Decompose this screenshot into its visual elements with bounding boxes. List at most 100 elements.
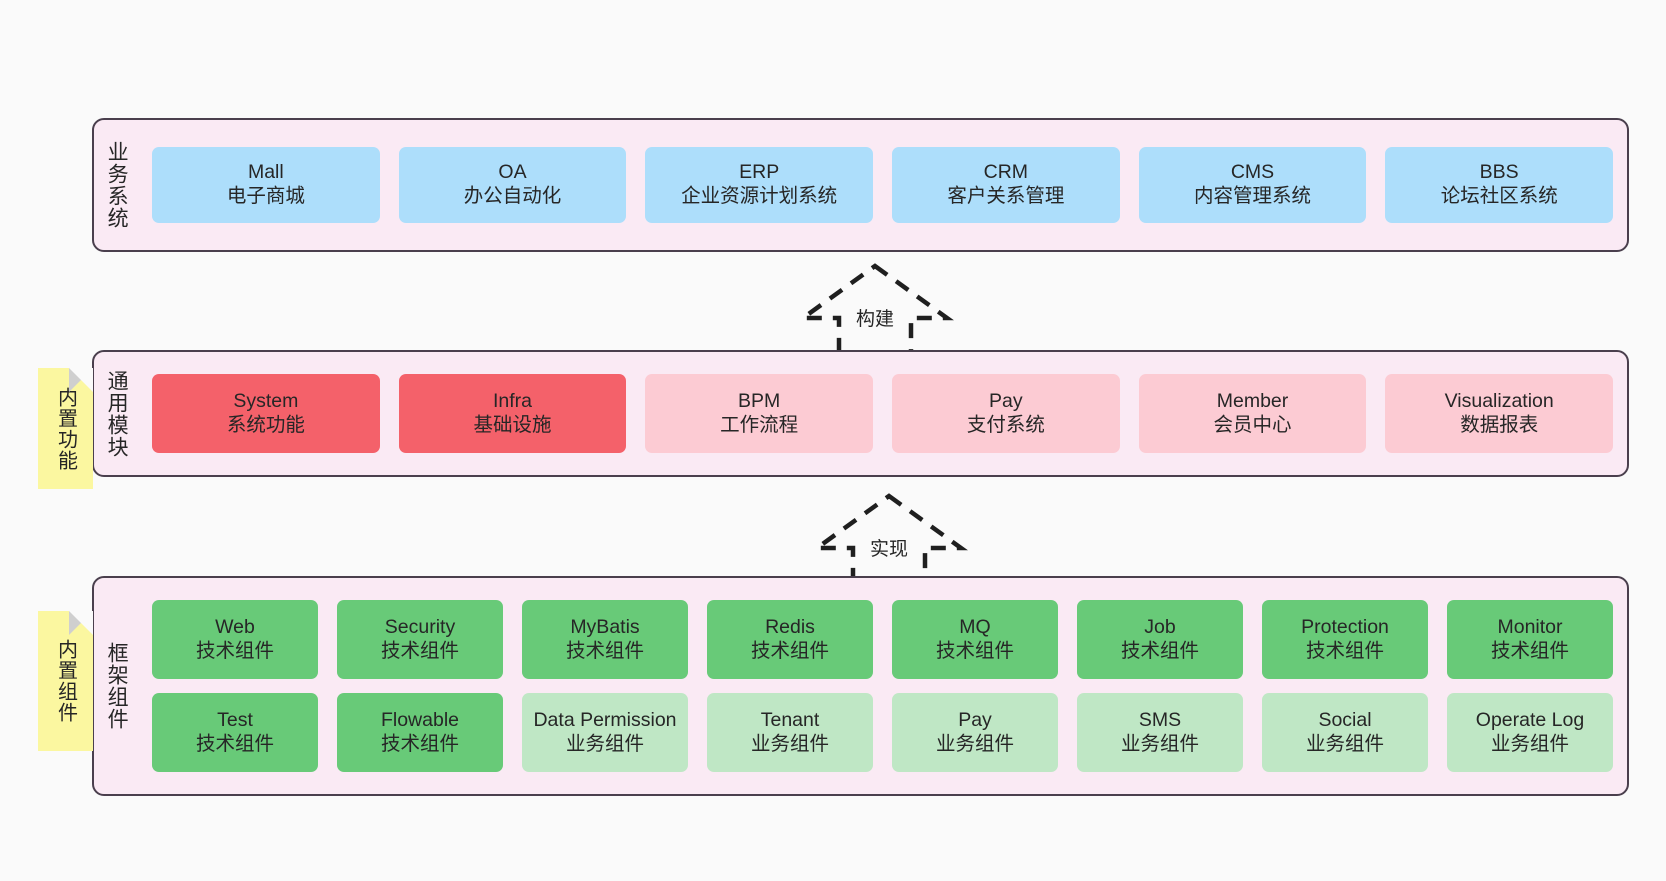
note-builtin-components: 内置组件: [38, 611, 93, 751]
card-test-cn: 技术组件: [195, 732, 274, 755]
card-visualization[interactable]: Visualization 数据报表: [1385, 374, 1614, 453]
note-builtin-functions-label: 内置功能: [54, 386, 77, 471]
arrow-build: 构建: [796, 262, 954, 357]
card-erp-cn: 企业资源计划系统: [681, 185, 838, 207]
layer-business-system: 业务系统 Mall 电子商城 OA 办公自动化 ERP 企业资源计划系统 CRM…: [92, 118, 1629, 252]
card-monitor-cn: 技术组件: [1490, 639, 1569, 662]
card-crm[interactable]: CRM 客户关系管理: [892, 147, 1120, 223]
card-protection[interactable]: Protection 技术组件: [1262, 600, 1428, 679]
card-mall-en: Mall: [247, 161, 284, 184]
card-flowable[interactable]: Flowable 技术组件: [337, 693, 503, 772]
card-flowable-en: Flowable: [380, 708, 460, 731]
business-card-row: Mall 电子商城 OA 办公自动化 ERP 企业资源计划系统 CRM 客户关系…: [152, 147, 1614, 223]
card-cms-en: CMS: [1230, 161, 1275, 184]
card-protection-en: Protection: [1301, 615, 1389, 638]
card-bbs-en: BBS: [1479, 161, 1519, 184]
layer-framework-components-title: 框架组件: [105, 642, 129, 730]
card-oa-cn: 办公自动化: [463, 185, 562, 207]
card-crm-en: CRM: [983, 161, 1029, 184]
card-mq[interactable]: MQ 技术组件: [892, 600, 1058, 679]
card-erp-en: ERP: [739, 161, 780, 184]
card-member-en: Member: [1216, 389, 1289, 412]
card-job-en: Job: [1144, 615, 1176, 638]
card-tenant[interactable]: Tenant 业务组件: [707, 693, 873, 772]
card-redis[interactable]: Redis 技术组件: [707, 600, 873, 679]
card-security-en: Security: [384, 615, 456, 638]
card-pay-module-cn: 支付系统: [966, 413, 1045, 436]
layer-common-modules-title: 通用模块: [105, 369, 129, 458]
card-operate-log[interactable]: Operate Log 业务组件: [1447, 693, 1613, 772]
card-pay-module-en: Pay: [989, 389, 1023, 412]
card-redis-cn: 技术组件: [750, 639, 829, 662]
card-pay-module[interactable]: Pay 支付系统: [892, 374, 1120, 453]
card-mq-en: MQ: [959, 615, 991, 638]
card-bpm[interactable]: BPM 工作流程: [645, 374, 874, 453]
card-pay-component-cn: 业务组件: [935, 732, 1014, 755]
card-test[interactable]: Test 技术组件: [152, 693, 318, 772]
card-visualization-en: Visualization: [1444, 389, 1554, 412]
card-infra-en: Infra: [492, 389, 533, 412]
arrow-implement: 实现: [810, 492, 968, 587]
card-social-cn: 业务组件: [1305, 732, 1384, 755]
card-infra[interactable]: Infra 基础设施: [398, 374, 627, 453]
card-security[interactable]: Security 技术组件: [337, 600, 503, 679]
card-sms-cn: 业务组件: [1120, 732, 1199, 755]
note-builtin-functions: 内置功能: [38, 368, 93, 489]
card-infra-cn: 基础设施: [473, 413, 552, 436]
card-pay-component[interactable]: Pay 业务组件: [892, 693, 1058, 772]
card-test-en: Test: [217, 708, 253, 731]
card-cms-cn: 内容管理系统: [1194, 185, 1312, 207]
card-system[interactable]: System 系统功能: [152, 374, 380, 453]
card-job[interactable]: Job 技术组件: [1077, 600, 1243, 679]
card-tenant-cn: 业务组件: [750, 732, 829, 755]
card-data-permission-cn: 业务组件: [565, 732, 644, 755]
card-operate-log-cn: 业务组件: [1490, 732, 1569, 755]
card-crm-cn: 客户关系管理: [947, 185, 1065, 207]
card-member[interactable]: Member 会员中心: [1138, 374, 1367, 453]
card-mybatis-cn: 技术组件: [565, 639, 644, 662]
card-flowable-cn: 技术组件: [380, 732, 459, 755]
card-social[interactable]: Social 业务组件: [1262, 693, 1428, 772]
card-tenant-en: Tenant: [760, 708, 820, 731]
card-visualization-cn: 数据报表: [1460, 413, 1539, 436]
card-bpm-cn: 工作流程: [720, 413, 799, 436]
layer-framework-components: 框架组件 Web 技术组件 Security 技术组件 MyBatis 技术组件…: [92, 576, 1629, 796]
card-system-en: System: [233, 389, 299, 412]
card-erp[interactable]: ERP 企业资源计划系统: [645, 147, 874, 223]
card-data-permission[interactable]: Data Permission 业务组件: [522, 693, 688, 772]
card-mall-cn: 电子商城: [226, 185, 305, 207]
card-system-cn: 系统功能: [226, 413, 305, 436]
card-job-cn: 技术组件: [1120, 639, 1199, 662]
card-oa[interactable]: OA 办公自动化: [398, 147, 627, 223]
note-fold-corner-icon: [69, 611, 93, 635]
card-mybatis[interactable]: MyBatis 技术组件: [522, 600, 688, 679]
card-mq-cn: 技术组件: [935, 639, 1014, 662]
card-cms[interactable]: CMS 内容管理系统: [1138, 147, 1367, 223]
card-security-cn: 技术组件: [380, 639, 459, 662]
framework-tech-row: Web 技术组件 Security 技术组件 MyBatis 技术组件 Redi…: [152, 600, 1613, 679]
card-mall[interactable]: Mall 电子商城: [152, 147, 380, 223]
module-card-row: System 系统功能 Infra 基础设施 BPM 工作流程 Pay 支付系统…: [152, 374, 1614, 453]
card-oa-en: OA: [498, 161, 527, 184]
note-builtin-components-label: 内置组件: [54, 639, 77, 723]
layer-business-system-body: Mall 电子商城 OA 办公自动化 ERP 企业资源计划系统 CRM 客户关系…: [138, 120, 1627, 250]
card-sms-en: SMS: [1138, 708, 1182, 731]
card-monitor[interactable]: Monitor 技术组件: [1447, 600, 1613, 679]
card-pay-component-en: Pay: [958, 708, 992, 731]
card-web[interactable]: Web 技术组件: [152, 600, 318, 679]
card-bbs[interactable]: BBS 论坛社区系统: [1385, 147, 1614, 223]
card-redis-en: Redis: [765, 615, 815, 638]
card-social-en: Social: [1318, 708, 1372, 731]
card-mybatis-en: MyBatis: [570, 615, 640, 638]
card-monitor-en: Monitor: [1497, 615, 1563, 638]
card-bpm-en: BPM: [738, 389, 781, 412]
note-fold-corner-icon: [69, 368, 93, 392]
layer-business-system-title: 业务系统: [105, 141, 129, 229]
card-data-permission-en: Data Permission: [533, 708, 677, 731]
layer-common-modules: 通用模块 System 系统功能 Infra 基础设施 BPM 工作流程 Pay…: [92, 350, 1629, 477]
card-sms[interactable]: SMS 业务组件: [1077, 693, 1243, 772]
card-bbs-cn: 论坛社区系统: [1440, 185, 1558, 207]
card-operate-log-en: Operate Log: [1475, 708, 1585, 731]
card-member-cn: 会员中心: [1213, 413, 1292, 436]
layer-framework-components-body: Web 技术组件 Security 技术组件 MyBatis 技术组件 Redi…: [138, 578, 1627, 794]
